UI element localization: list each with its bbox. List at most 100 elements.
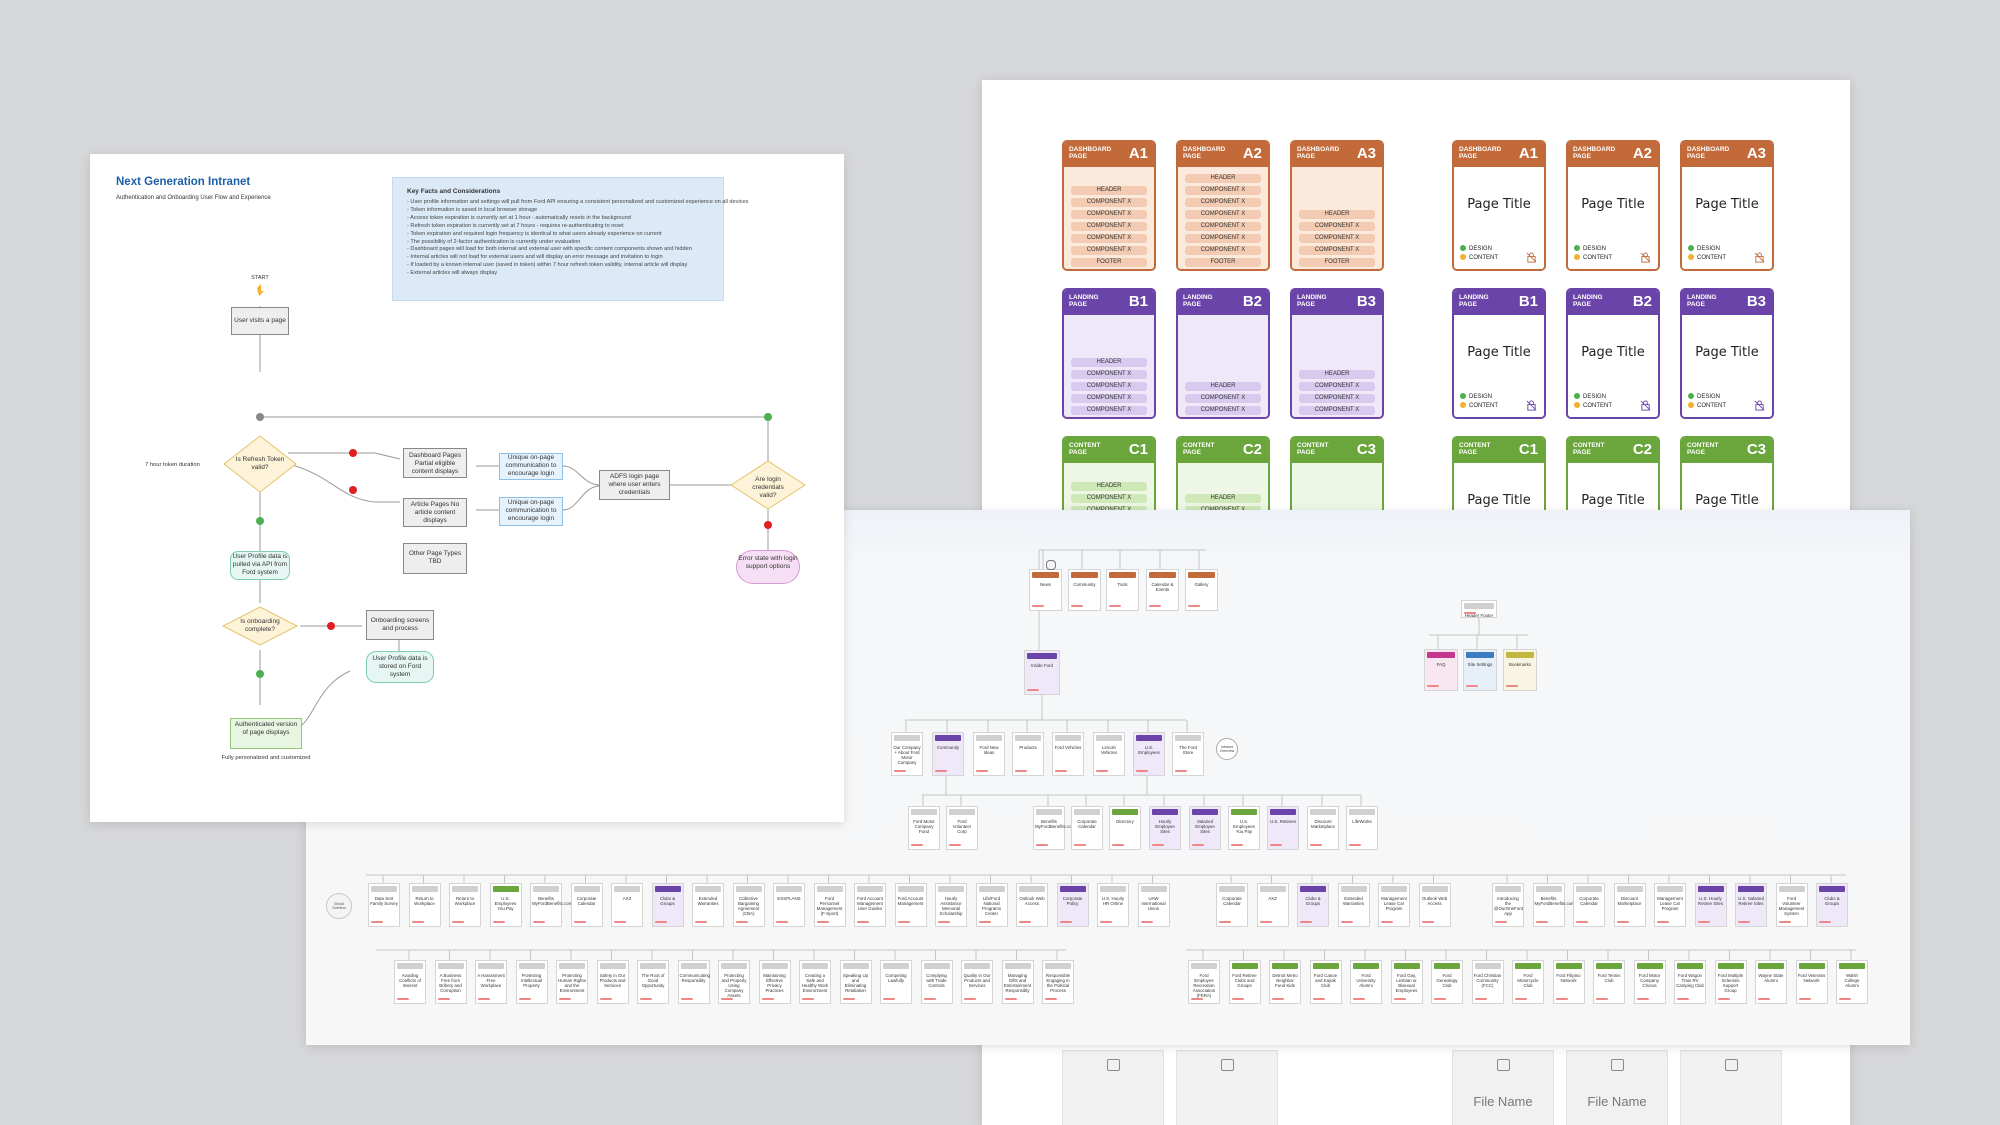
sitemap-node[interactable]: Management Lease Car Program	[1378, 883, 1410, 927]
sitemap-node[interactable]: Directory	[1109, 806, 1141, 850]
sitemap-node[interactable]: Tools	[1106, 569, 1139, 611]
sitemap-node[interactable]: Our Company + About Ford Motor Company	[891, 732, 923, 776]
sitemap-node[interactable]: A Business Free from Bribery and Corrupt…	[434, 960, 467, 1004]
sitemap-node[interactable]: FAQ	[1424, 649, 1458, 691]
sitemap-node[interactable]: U.S. Employees	[1133, 732, 1165, 776]
sitemap-node[interactable]: Site Settings	[1463, 649, 1497, 691]
sitemap-node[interactable]: Life/Ford National Programs Center	[975, 883, 1008, 927]
sitemap-node[interactable]: U.S. Employees You Pay	[1228, 806, 1260, 850]
sitemap-node[interactable]: Extended Warranties	[692, 883, 724, 927]
file-tile[interactable]: File Name	[1566, 1050, 1668, 1125]
sitemap-node[interactable]: Benefits MyFordBenefits.com	[1033, 806, 1075, 850]
sitemap-node[interactable]: Benefits MyFordBenefits.com	[530, 883, 572, 927]
sitemap-node[interactable]: Ford Employee Recreation Association (FE…	[1188, 960, 1220, 1004]
side-overflow-node[interactable]: Gillock Overflow	[326, 893, 352, 919]
sitemap-node[interactable]: Ford Account Management User Guides	[854, 883, 886, 927]
sitemap-node[interactable]: Corporate Calendar	[1071, 806, 1103, 850]
sitemap-node[interactable]: U.S. Retirees	[1267, 806, 1299, 850]
sitemap-node[interactable]: Ford Volunteer Management System	[1775, 883, 1808, 927]
sitemap-node[interactable]: Hourly Assistance Memorial Scholarship	[935, 883, 967, 927]
sitemap-node[interactable]: Ford Vehicles	[1052, 732, 1084, 776]
sitemap-node[interactable]: AXZ	[1256, 883, 1289, 927]
sitemap-node[interactable]: Corporate Calendar	[1573, 883, 1605, 927]
sitemap-node[interactable]: Outlook Web Access	[1418, 883, 1451, 927]
sitemap-node[interactable]: Clubs & Groups	[651, 883, 684, 927]
sitemap-node[interactable]: Maintaining Effective Privacy Practices	[758, 960, 791, 1004]
sitemap-node[interactable]: Discount Marketplace	[1613, 883, 1646, 927]
home-icon[interactable]	[1046, 560, 1056, 570]
sitemap-node[interactable]: Benefits MyFordBenefits.com	[1532, 883, 1575, 927]
sitemap-node[interactable]: Community	[1068, 569, 1101, 611]
sitemap-node[interactable]: Discount Marketplace	[1307, 806, 1339, 850]
file-tile[interactable]	[1062, 1050, 1164, 1125]
sitemap-node[interactable]: Lincoln Vehicles	[1093, 732, 1125, 776]
sitemap-node[interactable]: Protecting Human Rights and the Environm…	[556, 960, 588, 1004]
sitemap-node[interactable]: Wayne State Alumni	[1755, 960, 1787, 1004]
sitemap-node[interactable]: A Harassment Free Workplace	[475, 960, 507, 1004]
sitemap-node[interactable]: ESSPLANS	[773, 883, 805, 927]
sitemap-node[interactable]: Ford Filipino Network	[1552, 960, 1585, 1004]
sitemap-node[interactable]: AXZ	[611, 883, 643, 927]
sitemap-node[interactable]: Ford Volunteer Corp	[946, 806, 978, 850]
sitemap-node[interactable]: Collective Bargaining Agreement (CBA)	[732, 883, 765, 927]
sitemap-node[interactable]: Management Lease Car Program	[1654, 883, 1686, 927]
sitemap-node[interactable]: Protecting and Properly Using Company As…	[718, 960, 750, 1004]
intranet-overview-node[interactable]: Intranet Overview	[1216, 738, 1238, 760]
sitemap-node[interactable]: Quality in Our Products and Services	[961, 960, 993, 1004]
sitemap-node[interactable]: Header Footer	[1461, 600, 1497, 618]
sitemap-node[interactable]: Return to Workplace	[449, 883, 481, 927]
sitemap-node[interactable]: Ford Multiple Sclerosis Support Group	[1714, 960, 1747, 1004]
sitemap-node[interactable]: The Root of Good Opportunity	[637, 960, 669, 1004]
sitemap-node[interactable]: Ford Tennis Club	[1593, 960, 1625, 1004]
sitemap-node[interactable]: UAW International Union	[1137, 883, 1170, 927]
sitemap-node[interactable]: Ford Motor Company Fund	[908, 806, 940, 850]
sitemap-node[interactable]: U.S. Hourly HR Online	[1097, 883, 1129, 927]
sitemap-node[interactable]: Salaried Employee Sites	[1189, 806, 1221, 850]
sitemap-node[interactable]: Calendar & Events	[1146, 569, 1179, 611]
sitemap-node[interactable]: Ford Wagon Train RV Camping Club	[1674, 960, 1706, 1004]
sitemap-node[interactable]: Ford Personnel Management (F-Sport)	[813, 883, 846, 927]
sitemap-node[interactable]: U.S. Salaried Retiree Sites	[1735, 883, 1767, 927]
sitemap-node[interactable]: Bookmarks	[1503, 649, 1537, 691]
sitemap-node[interactable]: Ford New Ideas	[973, 732, 1005, 776]
file-tile[interactable]	[1680, 1050, 1782, 1125]
sitemap-node[interactable]: Complying with Trade Controls	[920, 960, 953, 1004]
sitemap-node[interactable]: Avoiding Conflicts of Interest	[394, 960, 426, 1004]
sitemap-node[interactable]: Protecting Intellectual Property	[515, 960, 548, 1004]
sitemap-node[interactable]: Detroit Metro Neighbor Fund Kids	[1269, 960, 1301, 1004]
sitemap-node[interactable]: Introducing the @OurOneFord App	[1492, 883, 1524, 927]
sitemap-node[interactable]: Ford Canoe and Kayak Club	[1309, 960, 1342, 1004]
sitemap-node[interactable]: Ford Veterans Network	[1795, 960, 1828, 1004]
sitemap-node[interactable]: Competing Lawfully	[880, 960, 912, 1004]
sitemap-node[interactable]: Return to Workplace	[408, 883, 441, 927]
sitemap-node[interactable]: U.S. Hourly Retiree Sites	[1694, 883, 1727, 927]
sitemap-node[interactable]: Outlook Web Access	[1016, 883, 1048, 927]
sitemap-node[interactable]: Data Sort Family Survey	[368, 883, 400, 927]
sitemap-node[interactable]: Products	[1012, 732, 1044, 776]
sitemap-node[interactable]: Responsible Engaging in the Political Pr…	[1042, 960, 1074, 1004]
file-tile[interactable]: File Name	[1452, 1050, 1554, 1125]
sitemap-node[interactable]: LifeWorks	[1346, 806, 1378, 850]
sitemap-node[interactable]: Corporate Calendar	[1216, 883, 1248, 927]
sitemap-node[interactable]: Inside Ford	[1024, 650, 1060, 695]
sitemap-node[interactable]: Gallery	[1185, 569, 1218, 611]
file-tile[interactable]	[1176, 1050, 1278, 1125]
sitemap-node[interactable]: Clubs & Groups	[1297, 883, 1329, 927]
sitemap-node[interactable]: Walsh College Alumni	[1836, 960, 1868, 1004]
sitemap-node[interactable]: Ford Christian Community (FCC)	[1471, 960, 1504, 1004]
sitemap-node[interactable]: Safety in Our Products and Services	[596, 960, 629, 1004]
sitemap-node[interactable]: Communicating Responsibly	[677, 960, 710, 1004]
sitemap-node[interactable]: Ford Motor Company Chorus	[1633, 960, 1666, 1004]
sitemap-node[interactable]: Ford University Alumni	[1350, 960, 1382, 1004]
